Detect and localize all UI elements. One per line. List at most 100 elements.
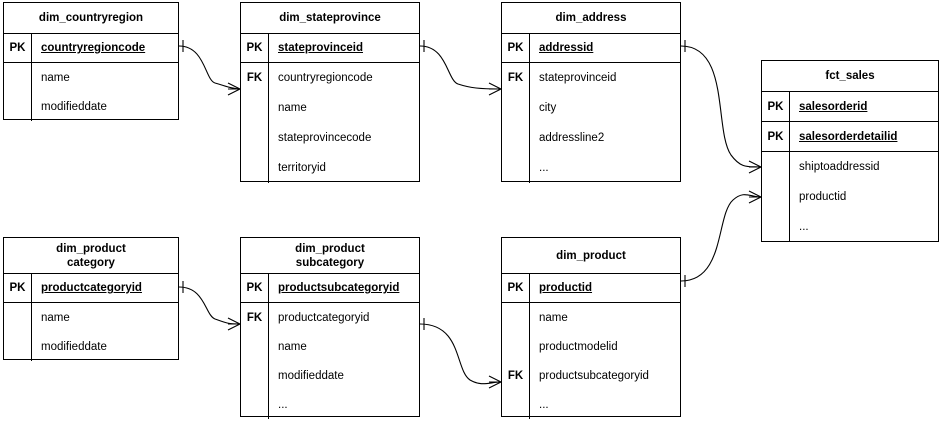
- key-label: [762, 152, 789, 182]
- entity-key-row[interactable]: PK stateprovinceid: [241, 34, 419, 63]
- key-label: PK: [502, 34, 530, 62]
- attribute-column: stateprovinceid city addressline2...: [530, 63, 680, 183]
- attribute-name: productid: [539, 282, 593, 294]
- attribute-name: countryregioncode: [41, 42, 146, 54]
- attribute-name[interactable]: countryregioncode: [278, 72, 373, 84]
- attribute-name[interactable]: ...: [278, 398, 288, 411]
- attribute-column: name modifieddate: [32, 303, 178, 361]
- key-label: PK: [762, 122, 790, 151]
- key-label: [762, 182, 789, 212]
- attribute-name[interactable]: ...: [539, 398, 549, 411]
- attribute-name[interactable]: stateprovincecode: [278, 132, 372, 144]
- entity-key-row[interactable]: PK addressid: [502, 34, 680, 63]
- key-label: [502, 93, 529, 123]
- attribute-name: addressid: [539, 42, 594, 54]
- cardinality-many-marker: [748, 160, 762, 174]
- key-label: [4, 63, 31, 92]
- attribute-name[interactable]: productmodelid: [539, 340, 618, 353]
- key-label: [4, 332, 31, 361]
- attribute-name[interactable]: modifieddate: [278, 369, 344, 382]
- relationship-rel-subcategory-product[interactable]: [419, 318, 502, 389]
- entity-attribute-block: FK name productmodelid productsubcategoryid…: [502, 303, 680, 419]
- cardinality-many-marker: [227, 82, 241, 96]
- attribute-name[interactable]: productcategoryid: [278, 311, 370, 324]
- entity-title: dim_address: [502, 3, 680, 34]
- attribute-name[interactable]: productsubcategoryid: [539, 369, 649, 382]
- entity-attribute-block: name modifieddate: [4, 303, 178, 361]
- attribute-name[interactable]: ...: [799, 221, 809, 233]
- attribute-name[interactable]: name: [539, 311, 568, 324]
- attribute-name[interactable]: name: [41, 71, 70, 84]
- attribute-column: countryregioncode name stateprovincecode te…: [269, 63, 419, 183]
- attribute-name[interactable]: city: [539, 102, 557, 114]
- entity-key-row[interactable]: PK salesorderdetailid: [762, 122, 938, 152]
- key-column: [4, 63, 32, 121]
- attribute-name[interactable]: modifieddate: [41, 340, 107, 353]
- attribute-name[interactable]: name: [41, 311, 70, 324]
- attribute-name[interactable]: shiptoaddressid: [799, 161, 880, 173]
- relationship-line: [680, 194, 762, 282]
- key-label: [241, 332, 268, 361]
- attribute-name[interactable]: territoryid: [278, 162, 326, 174]
- key-label: FK: [246, 311, 263, 324]
- relationship-rel-address-fctsales[interactable]: [680, 40, 762, 174]
- entity-title: dim_product subcategory: [241, 238, 419, 274]
- key-column: [4, 303, 32, 361]
- relationship-line: [178, 286, 241, 325]
- entity-attribute-block: name modifieddate: [4, 63, 178, 121]
- key-column: [762, 152, 790, 242]
- relationship-line: [680, 45, 762, 168]
- attribute-column: name modifieddate: [32, 63, 178, 121]
- attribute-column: productcategoryid name modifieddate...: [269, 303, 419, 419]
- key-label: [502, 390, 529, 419]
- key-label: PK: [241, 34, 269, 62]
- attribute-name[interactable]: name: [278, 102, 307, 114]
- attribute-name[interactable]: modifieddate: [41, 100, 107, 113]
- attribute-name: stateprovinceid: [278, 42, 363, 54]
- relationship-rel-countryregion-stateprovince[interactable]: [178, 40, 241, 96]
- attribute-name[interactable]: ...: [539, 162, 549, 174]
- key-label: [241, 123, 268, 153]
- relationship-rel-stateprovince-address[interactable]: [419, 40, 502, 96]
- key-label: [241, 361, 268, 390]
- key-column: FK: [502, 63, 530, 183]
- attribute-name[interactable]: stateprovinceid: [539, 72, 617, 84]
- attribute-name[interactable]: addressline2: [539, 132, 605, 144]
- key-label: [241, 153, 268, 183]
- relationship-line: [419, 323, 502, 385]
- attribute-name[interactable]: productid: [799, 191, 847, 203]
- attribute-name: productsubcategoryid: [278, 282, 400, 294]
- key-label: [4, 92, 31, 121]
- attribute-name[interactable]: name: [278, 340, 307, 353]
- entity-title: dim_stateprovince: [241, 3, 419, 34]
- key-label: FK: [507, 369, 524, 382]
- relationship-rel-product-fctsales[interactable]: [680, 190, 762, 287]
- key-label: [762, 212, 789, 242]
- attribute-name: productcategoryid: [41, 282, 142, 294]
- relationship-rel-productcategory-subcategory[interactable]: [178, 281, 241, 331]
- key-label: [502, 123, 529, 153]
- entity-attribute-block: FK productcategoryid name modifieddate...: [241, 303, 419, 419]
- cardinality-many-marker: [488, 375, 502, 389]
- relationship-line: [419, 45, 502, 90]
- cardinality-many-marker: [488, 82, 502, 96]
- key-label: [502, 332, 529, 361]
- attribute-name: salesorderid: [799, 100, 868, 113]
- entity-title: fct_sales: [762, 61, 938, 92]
- key-label: [502, 153, 529, 183]
- attribute-name: salesorderdetailid: [799, 130, 898, 143]
- key-label: FK: [246, 72, 263, 84]
- key-label: FK: [507, 72, 524, 84]
